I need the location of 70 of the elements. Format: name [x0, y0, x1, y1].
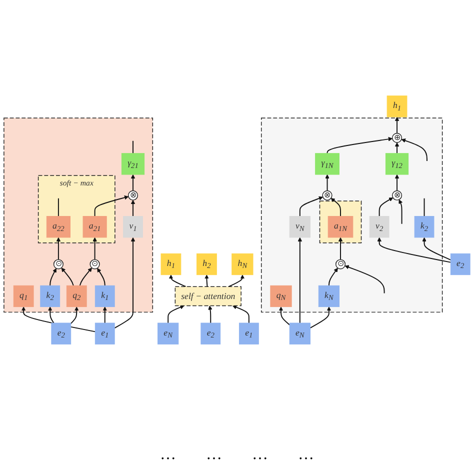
key-box: e$_{N}$	[289, 322, 310, 344]
key-box: e$_{1}$	[238, 322, 259, 344]
arrow	[102, 306, 108, 324]
value-box: v$_{1}$	[123, 216, 143, 238]
key-box: e$_{1}$	[94, 322, 115, 344]
arrow	[394, 142, 400, 154]
ellipsis-label: …	[252, 446, 268, 464]
arrow	[344, 265, 385, 294]
arrow	[278, 306, 290, 326]
ellipsis-label: …	[298, 446, 314, 464]
key-box: k$_{2}$	[414, 216, 434, 238]
output-box: h$_{1}$	[160, 253, 182, 276]
key-box: e$_{2}$	[200, 322, 221, 344]
weight-box: γ$_{12}$	[385, 153, 409, 175]
query-box: a$_{21}$	[82, 216, 107, 238]
ellipsis-label: …	[160, 446, 176, 464]
arrow	[168, 274, 186, 288]
arrow	[378, 198, 394, 217]
ellipsis-label: …	[206, 446, 222, 464]
weight-box: γ$_{1N}$	[315, 153, 340, 175]
arrow	[328, 268, 338, 286]
arrow	[326, 136, 393, 154]
arrow	[325, 174, 330, 192]
key-box: k$_{2}$	[40, 285, 60, 308]
arrow	[298, 237, 302, 324]
query-box: a$_{1N}$	[328, 216, 354, 238]
arrow	[97, 268, 106, 286]
value-box: v$_{N}$	[289, 216, 310, 238]
arrow	[168, 305, 184, 324]
arrow	[310, 306, 332, 328]
weight-box: γ$_{21}$	[121, 153, 145, 175]
arrow	[228, 274, 245, 288]
value-box: v$_{2}$	[369, 216, 390, 238]
arrow	[61, 268, 74, 286]
arrow	[70, 306, 79, 324]
key-box: e$_{2}$	[51, 322, 72, 344]
arrow	[130, 200, 136, 217]
arrow	[92, 237, 97, 260]
arrow	[377, 237, 452, 263]
output-box: h$_{N}$	[232, 253, 254, 276]
arrow	[338, 237, 343, 260]
arrow	[401, 138, 428, 162]
arrow	[114, 237, 136, 329]
arrow	[130, 174, 136, 192]
output-box: h$_{1}$	[386, 96, 408, 118]
arrow	[330, 198, 341, 217]
arrow	[50, 268, 56, 286]
arrow	[79, 268, 92, 286]
arrow	[394, 116, 400, 134]
query-box: q$_{N}$	[270, 285, 292, 308]
key-box: k$_{N}$	[318, 285, 340, 308]
arrow	[56, 237, 61, 260]
arrow	[398, 199, 403, 224]
arrow	[299, 196, 324, 217]
arrow	[48, 306, 54, 324]
arrow	[204, 274, 209, 288]
arrow	[21, 306, 96, 332]
output-box: h$_{2}$	[196, 253, 217, 276]
arrow	[422, 237, 452, 260]
arrow	[94, 196, 129, 217]
arrow	[232, 305, 250, 324]
key-box: k$_{1}$	[94, 285, 115, 308]
arrow	[208, 306, 212, 324]
query-box: q$_{1}$	[13, 285, 34, 308]
query-box: q$_{2}$	[66, 285, 87, 308]
arrow	[394, 174, 400, 192]
key-box: e$_{N}$	[158, 322, 179, 344]
query-box: a$_{22}$	[46, 216, 70, 238]
key-box: e$_{2}$	[450, 253, 470, 276]
attention-band: self − attention	[174, 286, 242, 306]
